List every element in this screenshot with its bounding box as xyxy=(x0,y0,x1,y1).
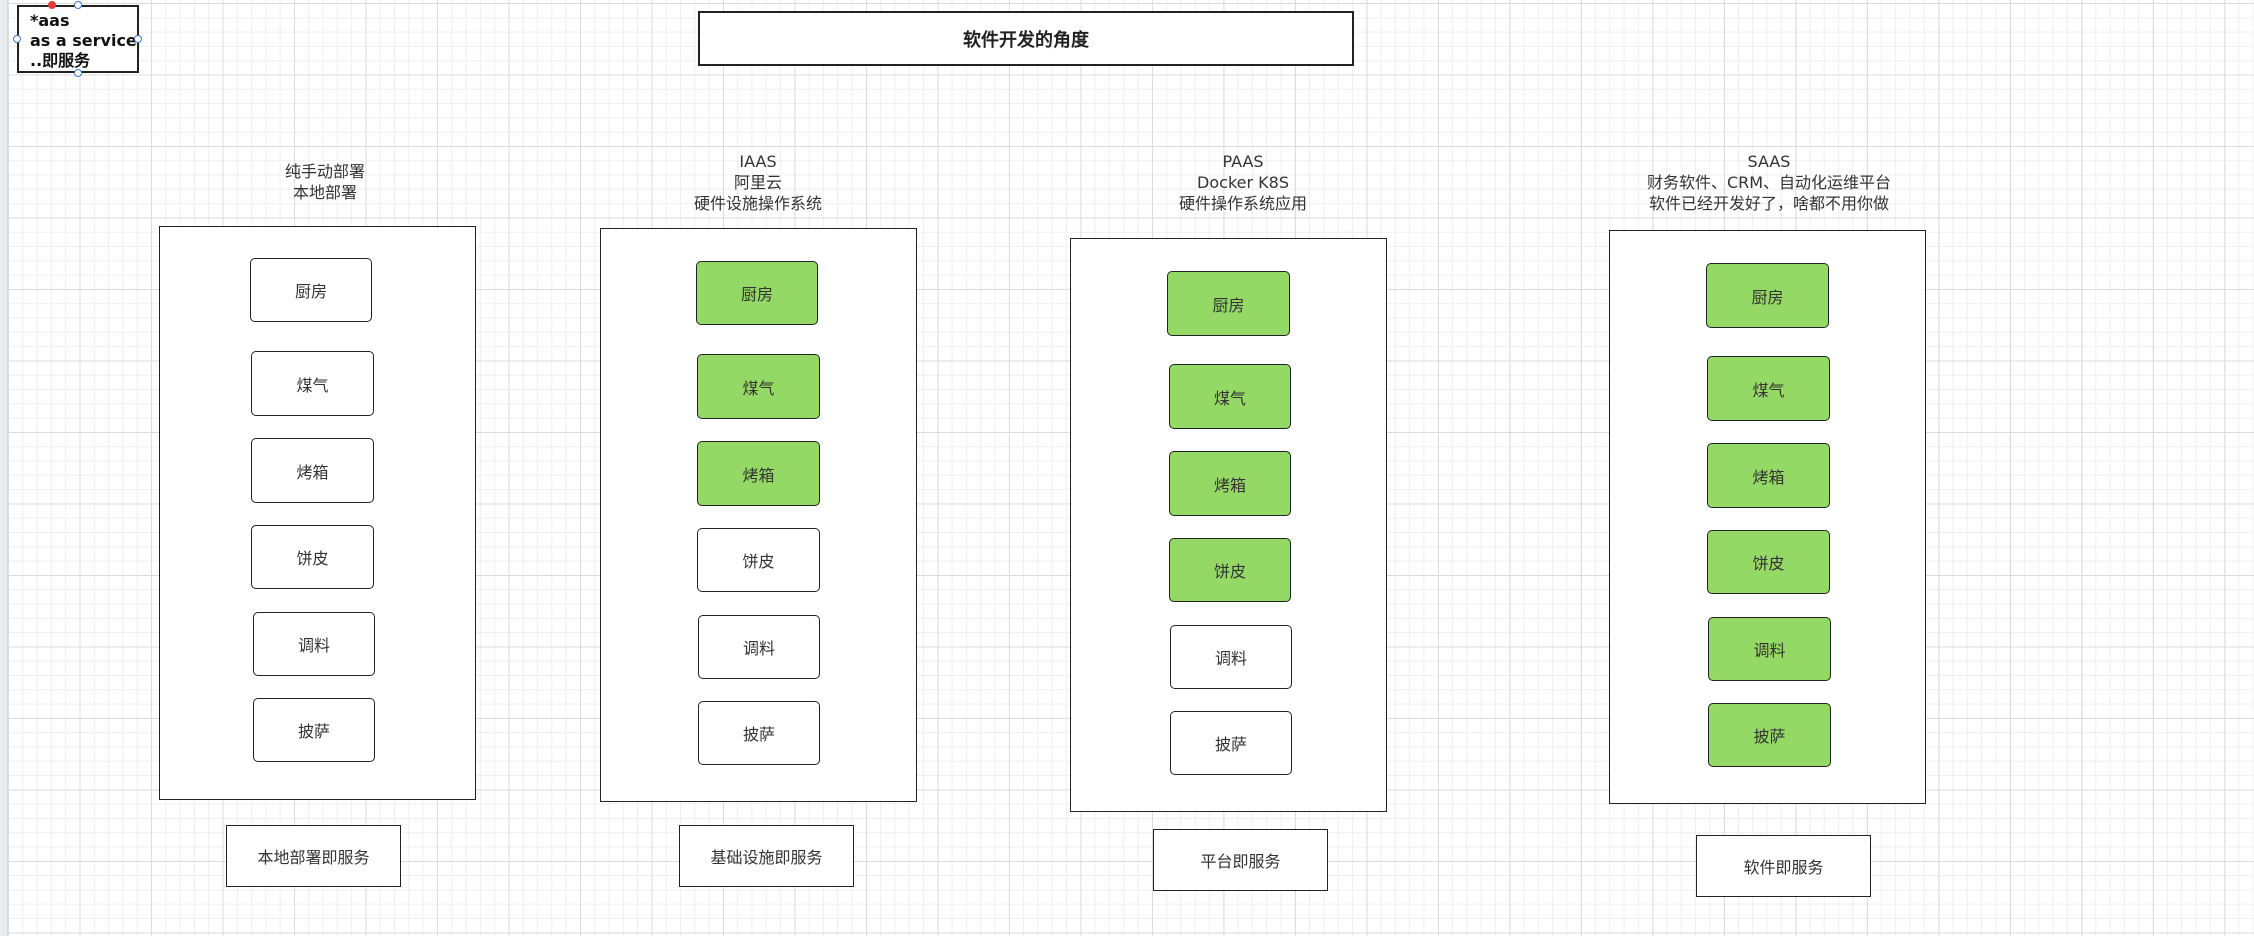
note-line-1: *aas xyxy=(30,11,70,30)
layer-box[interactable]: 披萨 xyxy=(1708,703,1831,767)
layer-box[interactable]: 披萨 xyxy=(253,698,375,762)
header-line: Docker K8S xyxy=(1197,173,1289,192)
layer-box[interactable]: 披萨 xyxy=(698,701,820,765)
header-line: 阿里云 xyxy=(733,173,782,192)
header-line: 本地部署 xyxy=(292,183,357,202)
layer-box[interactable]: 煤气 xyxy=(1707,356,1830,421)
layer-box[interactable]: 煤气 xyxy=(1169,364,1291,429)
column-header-paas[interactable]: PAAS Docker K8S 硬件操作系统应用 xyxy=(1103,151,1383,214)
layer-box[interactable]: 调料 xyxy=(1170,625,1292,689)
note-line-3: ..即服务 xyxy=(30,51,91,70)
layer-box[interactable]: 饼皮 xyxy=(697,528,820,592)
resize-handle-bottom[interactable] xyxy=(74,69,82,77)
layer-box[interactable]: 厨房 xyxy=(1167,271,1290,336)
note-line-2: as a service xyxy=(30,31,137,50)
header-line: SAAS xyxy=(1747,152,1791,171)
layer-box[interactable]: 厨房 xyxy=(696,261,818,325)
caption-box-local[interactable]: 本地部署即服务 xyxy=(226,825,401,887)
layer-box[interactable]: 煤气 xyxy=(251,351,374,416)
header-line: 硬件操作系统应用 xyxy=(1178,194,1307,213)
canvas-left-edge xyxy=(0,0,8,936)
layer-box[interactable]: 煤气 xyxy=(697,354,820,419)
resize-handle-right[interactable] xyxy=(134,35,142,43)
layer-box[interactable]: 披萨 xyxy=(1170,711,1292,775)
resize-handle-top[interactable] xyxy=(74,1,82,9)
header-line: PAAS xyxy=(1222,152,1264,171)
header-line: 软件已经开发好了，啥都不用你做 xyxy=(1648,194,1889,213)
header-line: 财务软件、CRM、自动化运维平台 xyxy=(1646,173,1892,192)
layer-box[interactable]: 调料 xyxy=(698,615,820,679)
layer-box[interactable]: 烤箱 xyxy=(697,441,820,506)
resize-handle-left[interactable] xyxy=(13,35,21,43)
layer-box[interactable]: 饼皮 xyxy=(251,525,374,589)
layer-box[interactable]: 厨房 xyxy=(250,258,372,322)
caption-box-paas[interactable]: 平台即服务 xyxy=(1153,829,1328,891)
caption-box-iaas[interactable]: 基础设施即服务 xyxy=(679,825,854,887)
layer-box[interactable]: 调料 xyxy=(1708,617,1831,681)
layer-box[interactable]: 饼皮 xyxy=(1707,530,1830,594)
diagram-title[interactable]: 软件开发的角度 xyxy=(698,11,1354,66)
column-header-local[interactable]: 纯手动部署 本地部署 xyxy=(225,161,425,203)
layer-box[interactable]: 烤箱 xyxy=(1707,443,1830,508)
layer-box[interactable]: 调料 xyxy=(253,612,375,676)
layer-box[interactable]: 饼皮 xyxy=(1169,538,1291,602)
header-line: IAAS xyxy=(739,152,777,171)
column-header-iaas[interactable]: IAAS 阿里云 硬件设施操作系统 xyxy=(618,151,898,214)
caption-box-saas[interactable]: 软件即服务 xyxy=(1696,835,1871,897)
layer-box[interactable]: 烤箱 xyxy=(251,438,374,503)
column-header-saas[interactable]: SAAS 财务软件、CRM、自动化运维平台 软件已经开发好了，啥都不用你做 xyxy=(1594,151,1944,214)
aas-note-shape[interactable]: *aas as a service ..即服务 xyxy=(17,5,139,73)
header-line: 纯手动部署 xyxy=(284,162,365,181)
layer-box[interactable]: 烤箱 xyxy=(1169,451,1291,516)
layer-box[interactable]: 厨房 xyxy=(1706,263,1829,328)
rotation-handle[interactable] xyxy=(48,1,56,9)
header-line: 硬件设施操作系统 xyxy=(693,194,822,213)
